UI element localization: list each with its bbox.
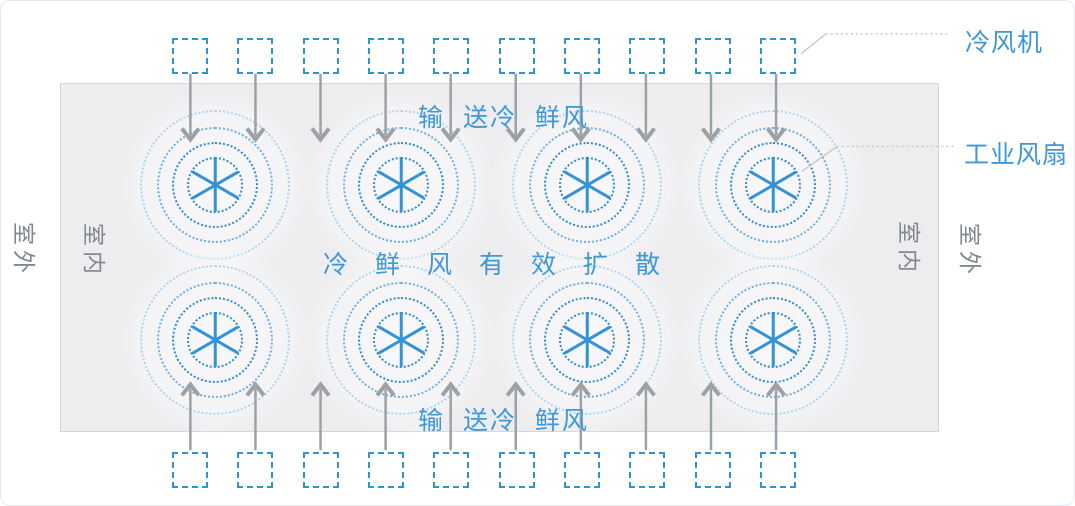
cold-air-unit-box [629,38,666,74]
cold-air-unit-box [760,452,796,488]
cold-air-unit-label: 冷风机 [965,29,1044,57]
side-label-outdoor-left: 室外 [11,222,37,278]
cold-air-unit-box [368,452,404,488]
leader-line-cold-air-unit [800,33,827,55]
cold-air-unit-box [498,38,535,74]
cold-air-unit-box [433,38,470,74]
cold-air-unit-box [760,38,796,74]
supply-air-text-top: 输 送冷 鲜风 [418,104,589,132]
cold-air-unit-box [172,38,208,74]
cold-air-unit-box [302,452,339,488]
cold-air-unit-box [564,452,600,488]
side-label-indoor-right: 室内 [896,221,922,277]
cold-air-unit-box [694,452,731,488]
side-label-outdoor-right: 室外 [957,223,983,279]
supply-air-text-bottom: 输 送冷 鲜风 [418,407,589,435]
cold-air-unit-box [629,452,666,488]
cold-air-unit-box [302,38,339,74]
cold-air-unit-box [498,452,535,488]
industrial-fan-label: 工业风扇 [964,141,1069,169]
cold-air-unit-box [237,38,274,74]
side-label-indoor-left: 室内 [81,223,107,279]
cold-air-unit-box [172,452,208,488]
cold-air-unit-box [237,452,274,488]
cold-air-unit-box [564,38,600,74]
diffusion-text: 冷鲜风有效扩散 [323,251,688,279]
cold-air-unit-box [368,38,404,74]
cold-air-unit-box [433,452,470,488]
cold-air-unit-box [694,38,731,74]
